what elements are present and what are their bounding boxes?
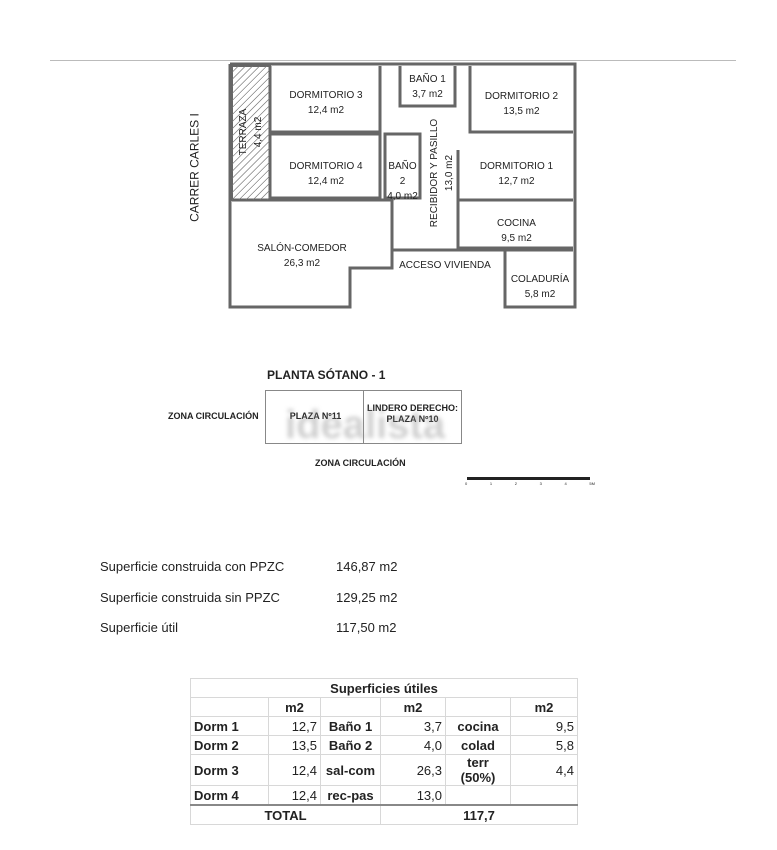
- surface-value: 146,87 m2: [336, 559, 398, 574]
- scale-labels: 0 1 2 3 4 5M: [465, 481, 595, 486]
- scale-tick: 5M: [589, 481, 595, 486]
- cell: Baño 2: [320, 735, 381, 755]
- col-header: m2: [268, 697, 321, 717]
- watermark-logo: idealista: [285, 403, 446, 447]
- scale-tick: 0: [465, 481, 468, 486]
- lindero: LINDERO DERECHO: PLAZA Nº10: [366, 403, 458, 424]
- sotano-title: PLANTA SÓTANO - 1: [267, 368, 386, 382]
- cell: 4,0: [380, 735, 446, 755]
- cell: Dorm 3: [190, 754, 269, 786]
- cell: 12,7: [268, 716, 321, 736]
- zona-bottom: ZONA CIRCULACIÓN: [315, 458, 406, 468]
- total-label: TOTAL: [190, 804, 381, 825]
- cell: 12,4: [268, 785, 321, 806]
- cell: colad: [445, 735, 511, 755]
- cell: Dorm 2: [190, 735, 269, 755]
- room-acceso: ACCESO VIVIENDA: [399, 260, 491, 271]
- scale-tick: 3: [539, 481, 542, 486]
- cell: [510, 785, 578, 806]
- cell: 13,0: [380, 785, 446, 806]
- street-label: CARRER CARLES I: [187, 113, 202, 222]
- top-rule: [50, 60, 736, 61]
- scale-tick: 2: [514, 481, 517, 486]
- surface-value: 117,50 m2: [336, 620, 397, 635]
- cell: 26,3: [380, 754, 446, 786]
- cell: 9,5: [510, 716, 578, 736]
- cell: 12,4: [268, 754, 321, 786]
- surface-value: 129,25 m2: [336, 590, 398, 605]
- cell: sal-com: [320, 754, 381, 786]
- scale-tick: 1: [489, 481, 493, 486]
- sotano-divider: [363, 390, 364, 443]
- cell: cocina: [445, 716, 511, 736]
- cell: rec-pas: [320, 785, 381, 806]
- terrace-hatch: [232, 66, 270, 200]
- plaza-11: PLAZA Nº11: [289, 411, 342, 421]
- floor-plan: [228, 62, 577, 309]
- col-header: m2: [510, 697, 578, 717]
- col-header: m2: [380, 697, 446, 717]
- table-title: Superficies útiles: [190, 678, 578, 698]
- cell: [445, 785, 511, 806]
- zona-left: ZONA CIRCULACIÓN: [168, 411, 259, 421]
- cell: 13,5: [268, 735, 321, 755]
- cell: terr (50%): [445, 754, 511, 786]
- surface-label: Superficie construida con PPZC: [100, 559, 285, 574]
- cell: 3,7: [380, 716, 446, 736]
- scale-tick: 4: [564, 481, 567, 486]
- total-value: 117,7: [380, 804, 578, 825]
- cell: Dorm 4: [190, 785, 269, 806]
- cell: Dorm 1: [190, 716, 269, 736]
- cell: 4,4: [510, 754, 578, 786]
- surface-label: Superficie útil: [100, 620, 179, 635]
- cell: Baño 1: [320, 716, 381, 736]
- cell: 5,8: [510, 735, 578, 755]
- surface-label: Superficie construida sin PPZC: [100, 590, 280, 605]
- scale-bar: [467, 477, 590, 480]
